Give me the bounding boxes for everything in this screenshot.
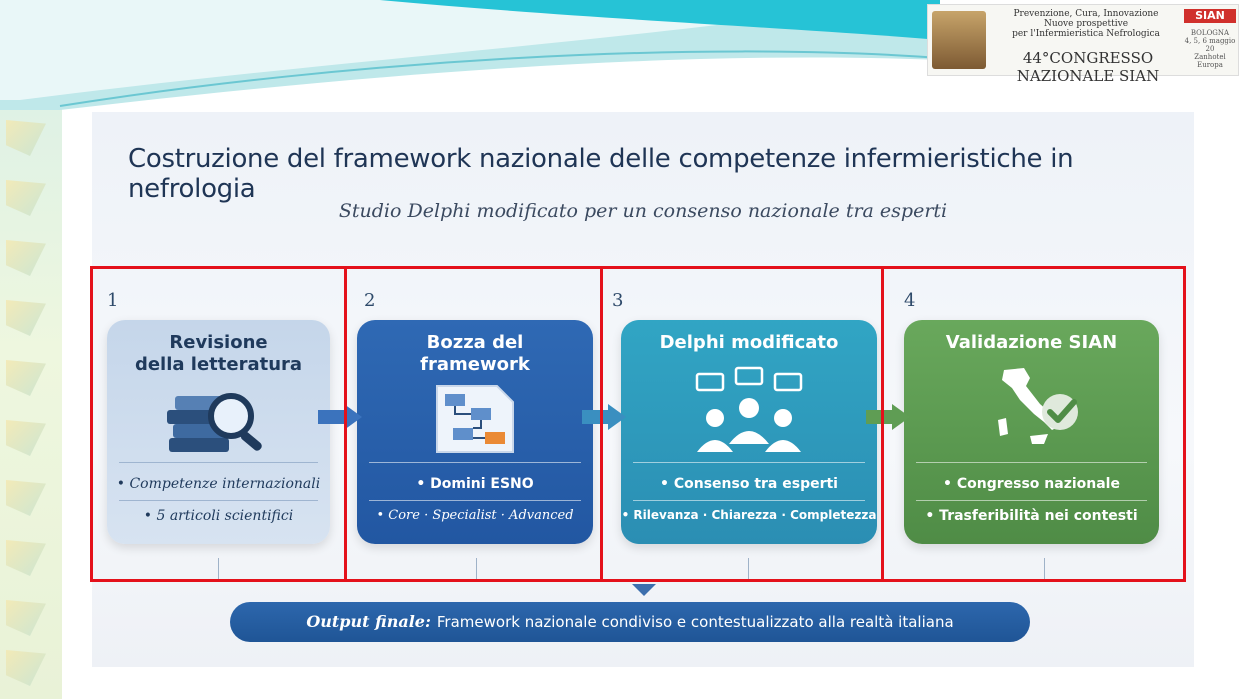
bologna-towers-photo [932,11,986,69]
step-card-sian-validation: Validazione SIAN • Congresso nazionale •… [904,320,1159,544]
output-text: Framework nazionale condiviso e contestu… [436,613,954,631]
card-bullet-2: • Rilevanza · Chiarezza · Completezza [621,508,877,522]
connector-line [748,558,749,580]
card-divider [369,462,581,463]
card-bullet-1: • Congresso nazionale [943,476,1120,492]
card-title-line2: framework [420,354,530,375]
card-bullet-2: • Core · Specialist · Advanced [376,508,574,523]
highlight-box-step-2 [344,266,603,582]
card-divider [369,500,581,501]
step-number-1: 1 [107,290,119,311]
card-divider [119,462,318,463]
card-title: Validazione SIAN [904,332,1159,354]
italy-map-check-icon [990,364,1090,454]
books-magnifier-icon [165,386,275,458]
page-subtitle: Studio Delphi modificato per un consenso… [338,200,948,222]
card-divider [633,462,865,463]
decor-shape [6,240,46,276]
decor-shape [6,300,46,336]
connector-line [218,558,219,580]
flowchart-document-icon [433,384,517,454]
card-divider [916,462,1147,463]
card-title: Bozza del framework [357,332,593,376]
step-number-3: 3 [612,290,624,311]
connector-line [476,558,477,580]
card-divider [633,500,865,501]
card-divider [916,500,1147,501]
highlight-box-step-1 [90,266,347,582]
step-card-framework-draft: Bozza del framework • Domini ESNO • Core… [357,320,593,544]
highlight-box-step-3 [600,266,884,582]
output-banner: Output finale: Framework nazionale condiv… [230,602,1030,642]
card-bullet-1: • Consenso tra esperti [660,476,838,492]
city-text: BOLOGNA [1190,29,1230,37]
decor-shape [6,480,46,516]
dates-text: 4, 5, 6 maggio 20 [1184,37,1236,53]
arrow-right-icon [318,404,362,430]
decor-shape [6,540,46,576]
tagline-line1: Prevenzione, Cura, Innovazione [1013,9,1159,19]
step-card-delphi: Delphi modificato • Consenso tra esperti… [621,320,877,544]
decor-shape [6,120,46,156]
congress-tagline: Prevenzione, Cura, Innovazione Nuove pro… [996,9,1176,39]
card-title-line2: della letteratura [134,354,303,375]
tagline-line3: per l'Infermieristica Nefrologica [1012,29,1160,39]
card-title-line1: Revisione [169,332,268,353]
page-title: Costruzione del framework nazionale dell… [128,144,1074,204]
decor-shape [6,600,46,636]
connector-line [1044,558,1045,580]
card-title-line1: Delphi modificato [659,332,839,353]
decor-shape [6,360,46,396]
congress-title: 44°CONGRESSO NAZIONALE SIAN [1016,49,1160,85]
sian-logo: SIAN BOLOGNA 4, 5, 6 maggio 20 Zanhotel … [1184,9,1236,71]
sian-brand: SIAN [1184,9,1236,23]
decor-shape [6,420,46,456]
card-title-line1: Bozza del [426,332,524,353]
card-title: Delphi modificato [621,332,877,354]
card-bullet-1: • Competenze internazionali [116,476,321,492]
highlight-box-step-4 [881,266,1186,582]
card-title-line1: Validazione SIAN [945,332,1118,353]
card-bullet-2: • 5 articoli scientifici [143,508,294,524]
output-label: Output finale: [306,612,431,631]
card-bullet-2: • Trasferibilità nei contesti [925,508,1138,524]
step-card-literature-review: Revisione della letteratura • Competenze… [107,320,330,544]
top-wave-decoration [0,0,941,110]
expert-group-icon [689,364,809,456]
tagline-line2: Nuove prospettive [1043,19,1129,29]
down-arrow-icon [632,584,656,596]
step-number-2: 2 [364,290,376,311]
arrow-right-icon [582,404,626,430]
step-number-4: 4 [904,290,916,311]
arrow-right-icon [866,404,910,430]
decor-shape [6,180,46,216]
congress-logo-header: Prevenzione, Cura, Innovazione Nuove pro… [927,4,1239,85]
card-divider [119,500,318,501]
venue-text: Zanhotel Europa [1194,53,1226,69]
decor-shape [6,650,46,686]
card-title: Revisione della letteratura [107,332,330,376]
card-bullet-1: • Domini ESNO [416,476,534,492]
